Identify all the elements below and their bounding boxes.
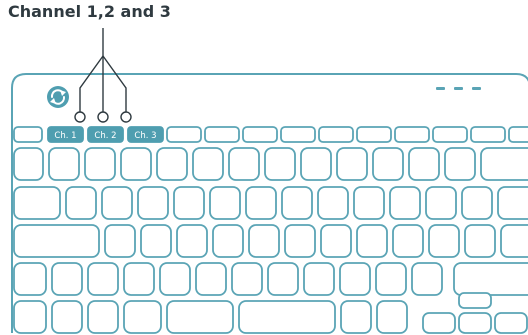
- key: [409, 148, 439, 180]
- arrow-left-key: [423, 313, 455, 333]
- key: [243, 127, 277, 142]
- key: [246, 187, 276, 219]
- arrow-right-key: [495, 313, 527, 333]
- key: [341, 301, 371, 333]
- key: [66, 187, 96, 219]
- key: [249, 225, 279, 257]
- left-shift-key: [14, 263, 46, 295]
- key: [88, 301, 118, 333]
- key: [160, 263, 190, 295]
- key: [141, 225, 171, 257]
- arrow-up-key: [459, 293, 491, 308]
- key: [373, 148, 403, 180]
- channel-key-label: Ch. 3: [134, 131, 156, 141]
- status-led: [454, 87, 463, 90]
- arrow-down-key: [459, 313, 491, 333]
- sync-icon: [47, 86, 69, 108]
- key: [412, 263, 442, 295]
- key: [354, 187, 384, 219]
- key: [471, 127, 505, 142]
- key: [52, 301, 82, 333]
- key: [205, 127, 239, 142]
- qwerty-row: [14, 187, 528, 219]
- callout-dot-ch1: [75, 112, 85, 122]
- key: [49, 148, 79, 180]
- key: [445, 148, 475, 180]
- key: [229, 148, 259, 180]
- key: [157, 148, 187, 180]
- channel-key-label: Ch. 1: [54, 131, 76, 141]
- key: [301, 148, 331, 180]
- key: [102, 187, 132, 219]
- key: [281, 127, 315, 142]
- space-bar-left: [167, 301, 233, 333]
- key: [265, 148, 295, 180]
- key: [193, 148, 223, 180]
- key: [304, 263, 334, 295]
- right-shift-key: [454, 263, 528, 295]
- key: [196, 263, 226, 295]
- key: [88, 263, 118, 295]
- channel-key-label: Ch. 2: [94, 131, 116, 141]
- key: [498, 187, 528, 219]
- key: [232, 263, 262, 295]
- key: [14, 148, 43, 180]
- status-led: [436, 87, 445, 90]
- key: [395, 127, 429, 142]
- key: [14, 301, 46, 333]
- key: [321, 225, 351, 257]
- key: [318, 187, 348, 219]
- key: [138, 187, 168, 219]
- key: [319, 127, 353, 142]
- key: [213, 225, 243, 257]
- key: [167, 127, 201, 142]
- callout-dot-ch3: [121, 112, 131, 122]
- space-bar-right: [239, 301, 335, 333]
- key: [376, 263, 406, 295]
- callout-dot-ch2: [98, 112, 108, 122]
- key: [390, 187, 420, 219]
- key: [357, 127, 391, 142]
- key: [14, 127, 42, 142]
- key: [337, 148, 367, 180]
- number-row: [14, 148, 528, 180]
- key: [85, 148, 115, 180]
- key: [340, 263, 370, 295]
- key: [462, 187, 492, 219]
- key: [377, 301, 407, 333]
- key: [174, 187, 204, 219]
- home-row: [14, 225, 528, 257]
- key: [357, 225, 387, 257]
- key: [124, 263, 154, 295]
- caps-lock-key: [14, 225, 99, 257]
- status-led: [472, 87, 481, 90]
- key: [465, 225, 495, 257]
- key: [210, 187, 240, 219]
- key: [105, 225, 135, 257]
- enter-key: [501, 225, 528, 257]
- key: [52, 263, 82, 295]
- key: [177, 225, 207, 257]
- key: [509, 127, 528, 142]
- key: [433, 127, 467, 142]
- key: [268, 263, 298, 295]
- key: [426, 187, 456, 219]
- key: [121, 148, 151, 180]
- key: [429, 225, 459, 257]
- key: [282, 187, 312, 219]
- backspace-key: [481, 148, 528, 180]
- status-leds: [436, 87, 481, 90]
- key: [285, 225, 315, 257]
- tab-key: [14, 187, 60, 219]
- function-row: Ch. 1 Ch. 2 Ch. 3: [14, 127, 528, 142]
- key: [393, 225, 423, 257]
- key: [124, 301, 161, 333]
